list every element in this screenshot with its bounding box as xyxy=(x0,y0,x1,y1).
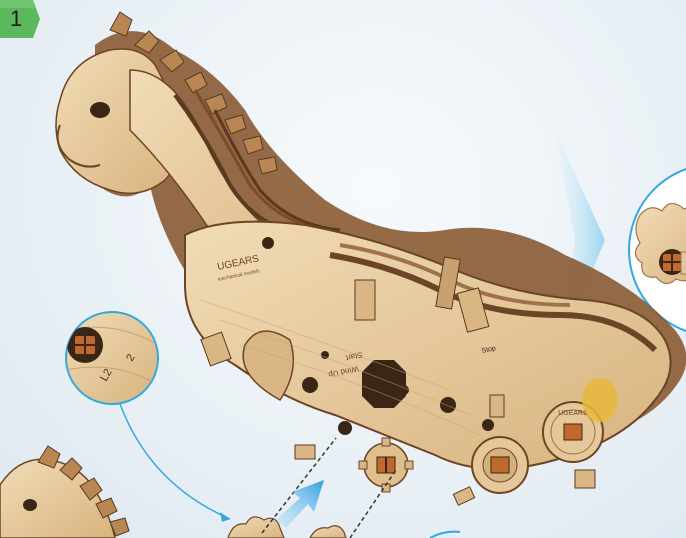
insert-arrow-up xyxy=(276,480,324,528)
horse-head-preview xyxy=(0,446,129,538)
callout-leader-line xyxy=(120,404,230,519)
rotor-logo-text: UGEARS xyxy=(558,410,588,417)
rotor-disc-front xyxy=(472,437,528,493)
